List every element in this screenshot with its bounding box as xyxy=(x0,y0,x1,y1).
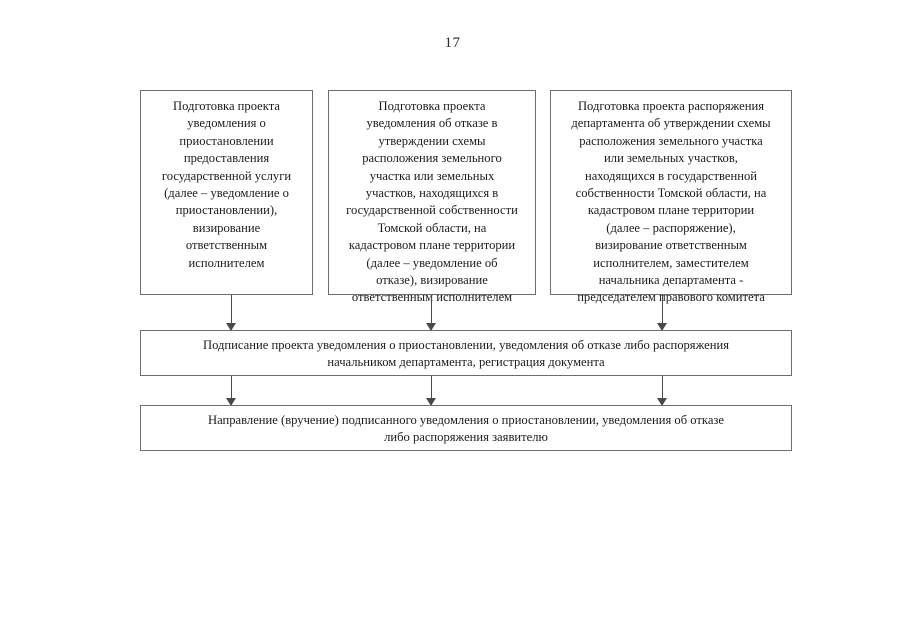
arrow-down-icon-signing-to-delivery-3 xyxy=(657,376,668,406)
arrow-head xyxy=(426,398,436,406)
process-box-order-draft: Подготовка проекта распоряжения департам… xyxy=(550,90,792,304)
arrow-down-icon-suspend-to-signing xyxy=(226,295,237,331)
process-box-suspend-notice-text: Подготовка проекта уведомления о приоста… xyxy=(161,99,292,270)
arrow-head xyxy=(226,398,236,406)
process-box-signing-text: Подписание проекта уведомления о приоста… xyxy=(202,338,729,370)
process-box-delivery: Направление (вручение) подписанного увед… xyxy=(140,405,792,451)
process-box-signing: Подписание проекта уведомления о приоста… xyxy=(140,330,792,376)
arrow-down-icon-signing-to-delivery-2 xyxy=(426,376,437,406)
arrow-head xyxy=(426,323,436,331)
arrow-head xyxy=(226,323,236,331)
process-box-refusal-notice-text: Подготовка проекта уведомления об отказе… xyxy=(346,99,518,305)
process-box-suspend-notice: Подготовка проекта уведомления о приоста… xyxy=(140,90,313,295)
arrow-shaft xyxy=(662,376,663,405)
arrow-head xyxy=(657,323,667,331)
process-box-delivery-text: Направление (вручение) подписанного увед… xyxy=(208,413,724,445)
arrow-down-icon-signing-to-delivery-1 xyxy=(226,376,237,406)
arrow-down-icon-order-to-signing xyxy=(657,295,668,331)
arrow-down-icon-refusal-to-signing xyxy=(426,295,437,331)
arrow-head xyxy=(657,398,667,406)
arrow-shaft xyxy=(231,295,232,330)
arrow-shaft xyxy=(662,295,663,330)
arrow-shaft xyxy=(231,376,232,405)
process-box-order-draft-text: Подготовка проекта распоряжения департам… xyxy=(571,99,771,305)
page-number: 17 xyxy=(444,35,461,51)
arrow-shaft xyxy=(431,295,432,330)
arrow-shaft xyxy=(431,376,432,405)
process-box-refusal-notice: Подготовка проекта уведомления об отказе… xyxy=(328,90,536,304)
